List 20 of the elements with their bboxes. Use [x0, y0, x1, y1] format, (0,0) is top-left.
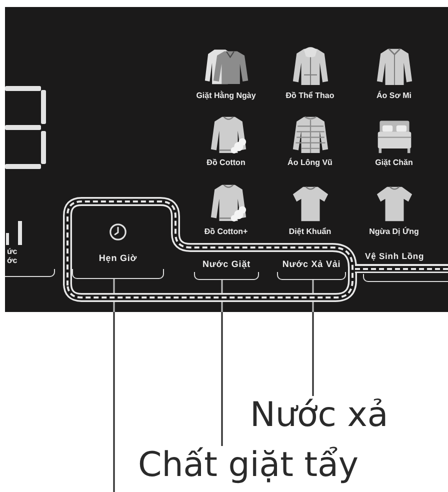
program-label: Diệt Khuẩn: [288, 228, 332, 237]
program-label: Áo Sơ Mi: [376, 92, 412, 101]
program-label: Giặt Hằng Ngày: [196, 92, 256, 101]
button-label: Nước Giặt: [202, 259, 251, 270]
callout-label: Chất giặt tẩy: [138, 446, 359, 486]
program-label: Đồ Cotton+: [204, 228, 248, 237]
program-label: Áo Lông Vũ: [288, 159, 332, 168]
program-label: Ngừa Dị Ứng: [369, 228, 419, 237]
program-label: Đồ Thể Thao: [286, 92, 334, 101]
button-label: Hẹn Giờ: [98, 253, 138, 264]
button-label: Nước Xả Vải: [282, 259, 341, 270]
leader-line: [113, 279, 115, 492]
leader-line: [221, 280, 223, 446]
dashed-track-outline: [62, 196, 356, 302]
button-label: ức ớc: [7, 247, 18, 266]
leader-line: [312, 280, 314, 396]
callout-label: Nước xả: [250, 396, 388, 436]
program-label: Giặt Chăn: [375, 159, 413, 168]
program-label: Đồ Cotton: [206, 159, 246, 168]
button-label: Vệ Sinh Lồng: [365, 251, 424, 262]
